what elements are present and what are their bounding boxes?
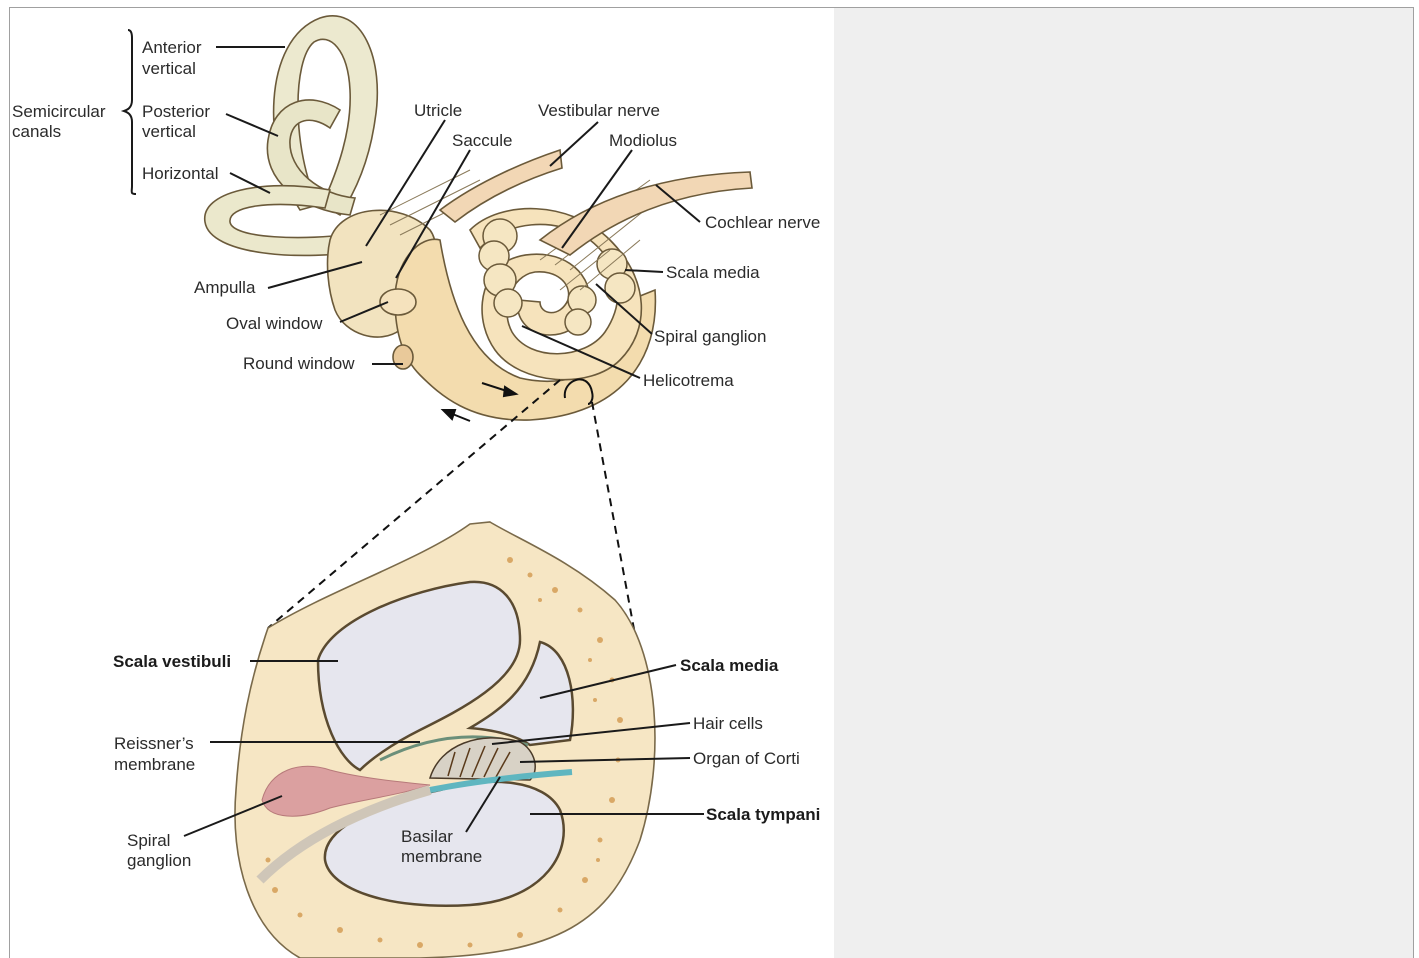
round-window-shape [393,345,413,369]
label-helicotrema: Helicotrema [643,371,734,390]
label-scala-media-top: Scala media [666,263,760,282]
label-horizontal: Horizontal [142,164,219,183]
label-oval-window: Oval window [226,314,323,333]
label-semicircular-canals-1: Semicircular [12,102,106,121]
label-spiral-ganglion-top: Spiral ganglion [654,327,766,346]
label-semicircular-canals-2: canals [12,122,61,141]
label-vestibular-nerve: Vestibular nerve [538,101,660,120]
label-posterior-vertical-2: vertical [142,122,196,141]
label-reissners-membrane-1: Reissner’s [114,734,194,753]
label-spiral-ganglion-bottom-1: Spiral [127,831,170,850]
label-hair-cells: Hair cells [693,714,763,733]
label-round-window: Round window [243,354,355,373]
label-utricle: Utricle [414,101,462,120]
label-scala-vestibuli: Scala vestibuli [113,652,231,671]
label-modiolus: Modiolus [609,131,677,150]
oval-window-shape [380,289,416,315]
empty-side-panel [834,8,1413,958]
label-scala-media-bottom: Scala media [680,656,779,675]
inner-ear-diagram: Semicircular canals Anterior vertical Po… [0,0,834,958]
label-organ-of-corti: Organ of Corti [693,749,800,768]
label-anterior-vertical-1: Anterior [142,38,202,57]
label-posterior-vertical-1: Posterior [142,102,210,121]
label-cochlear-nerve: Cochlear nerve [705,213,820,232]
label-ampulla: Ampulla [194,278,256,297]
label-spiral-ganglion-bottom-2: ganglion [127,851,191,870]
label-saccule: Saccule [452,131,512,150]
label-reissners-membrane-2: membrane [114,755,195,774]
label-basilar-membrane-1: Basilar [401,827,453,846]
cochlea-cross-section [235,522,655,958]
label-scala-tympani: Scala tympani [706,805,820,824]
label-anterior-vertical-2: vertical [142,59,196,78]
label-basilar-membrane-2: membrane [401,847,482,866]
